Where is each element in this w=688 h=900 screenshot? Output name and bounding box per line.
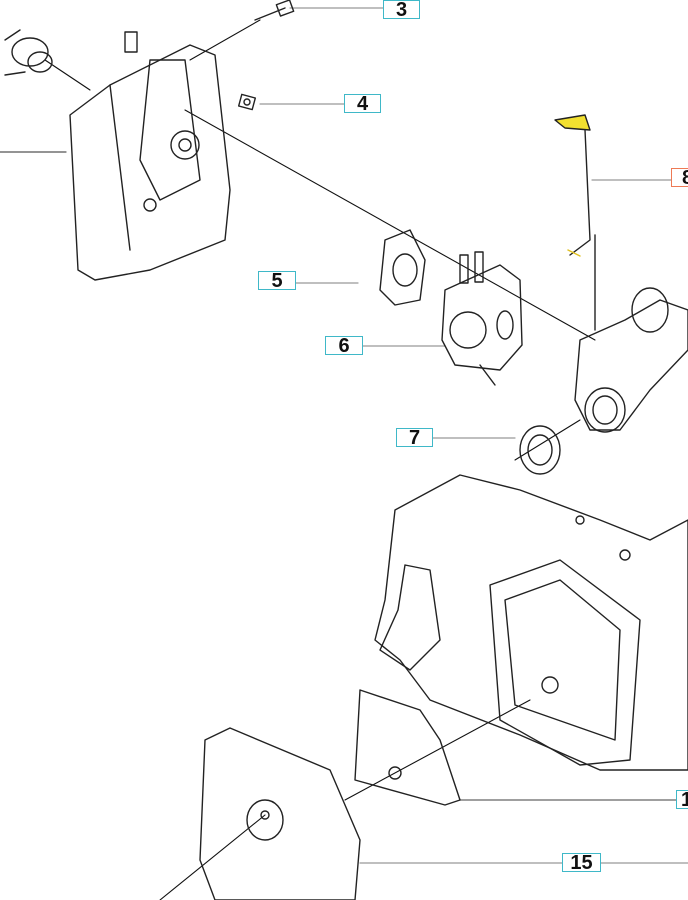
nut (237, 93, 257, 111)
assembly-axis-lines (44, 19, 596, 900)
callout-3[interactable]: 3 (383, 0, 420, 20)
callout-4[interactable]: 4 (344, 94, 381, 114)
throttle-rod (554, 114, 596, 331)
callout-7[interactable]: 7 (396, 428, 433, 448)
air-filter-holder (69, 31, 231, 281)
callout-5[interactable]: 5 (258, 271, 296, 291)
carburetor (441, 251, 523, 386)
filter-element (354, 689, 461, 806)
gasket (379, 229, 426, 306)
callout-6[interactable]: 6 (325, 336, 363, 356)
intake-manifold (519, 287, 688, 475)
callout-8[interactable]: 8 (671, 168, 688, 188)
intake-tube (4, 29, 53, 76)
filter-cover (199, 727, 361, 900)
callout-15[interactable]: 15 (562, 853, 601, 873)
callout-1[interactable]: 1 (676, 790, 688, 810)
screw (254, 0, 295, 21)
engine-cover (374, 474, 688, 771)
leader-lines (0, 7, 688, 864)
